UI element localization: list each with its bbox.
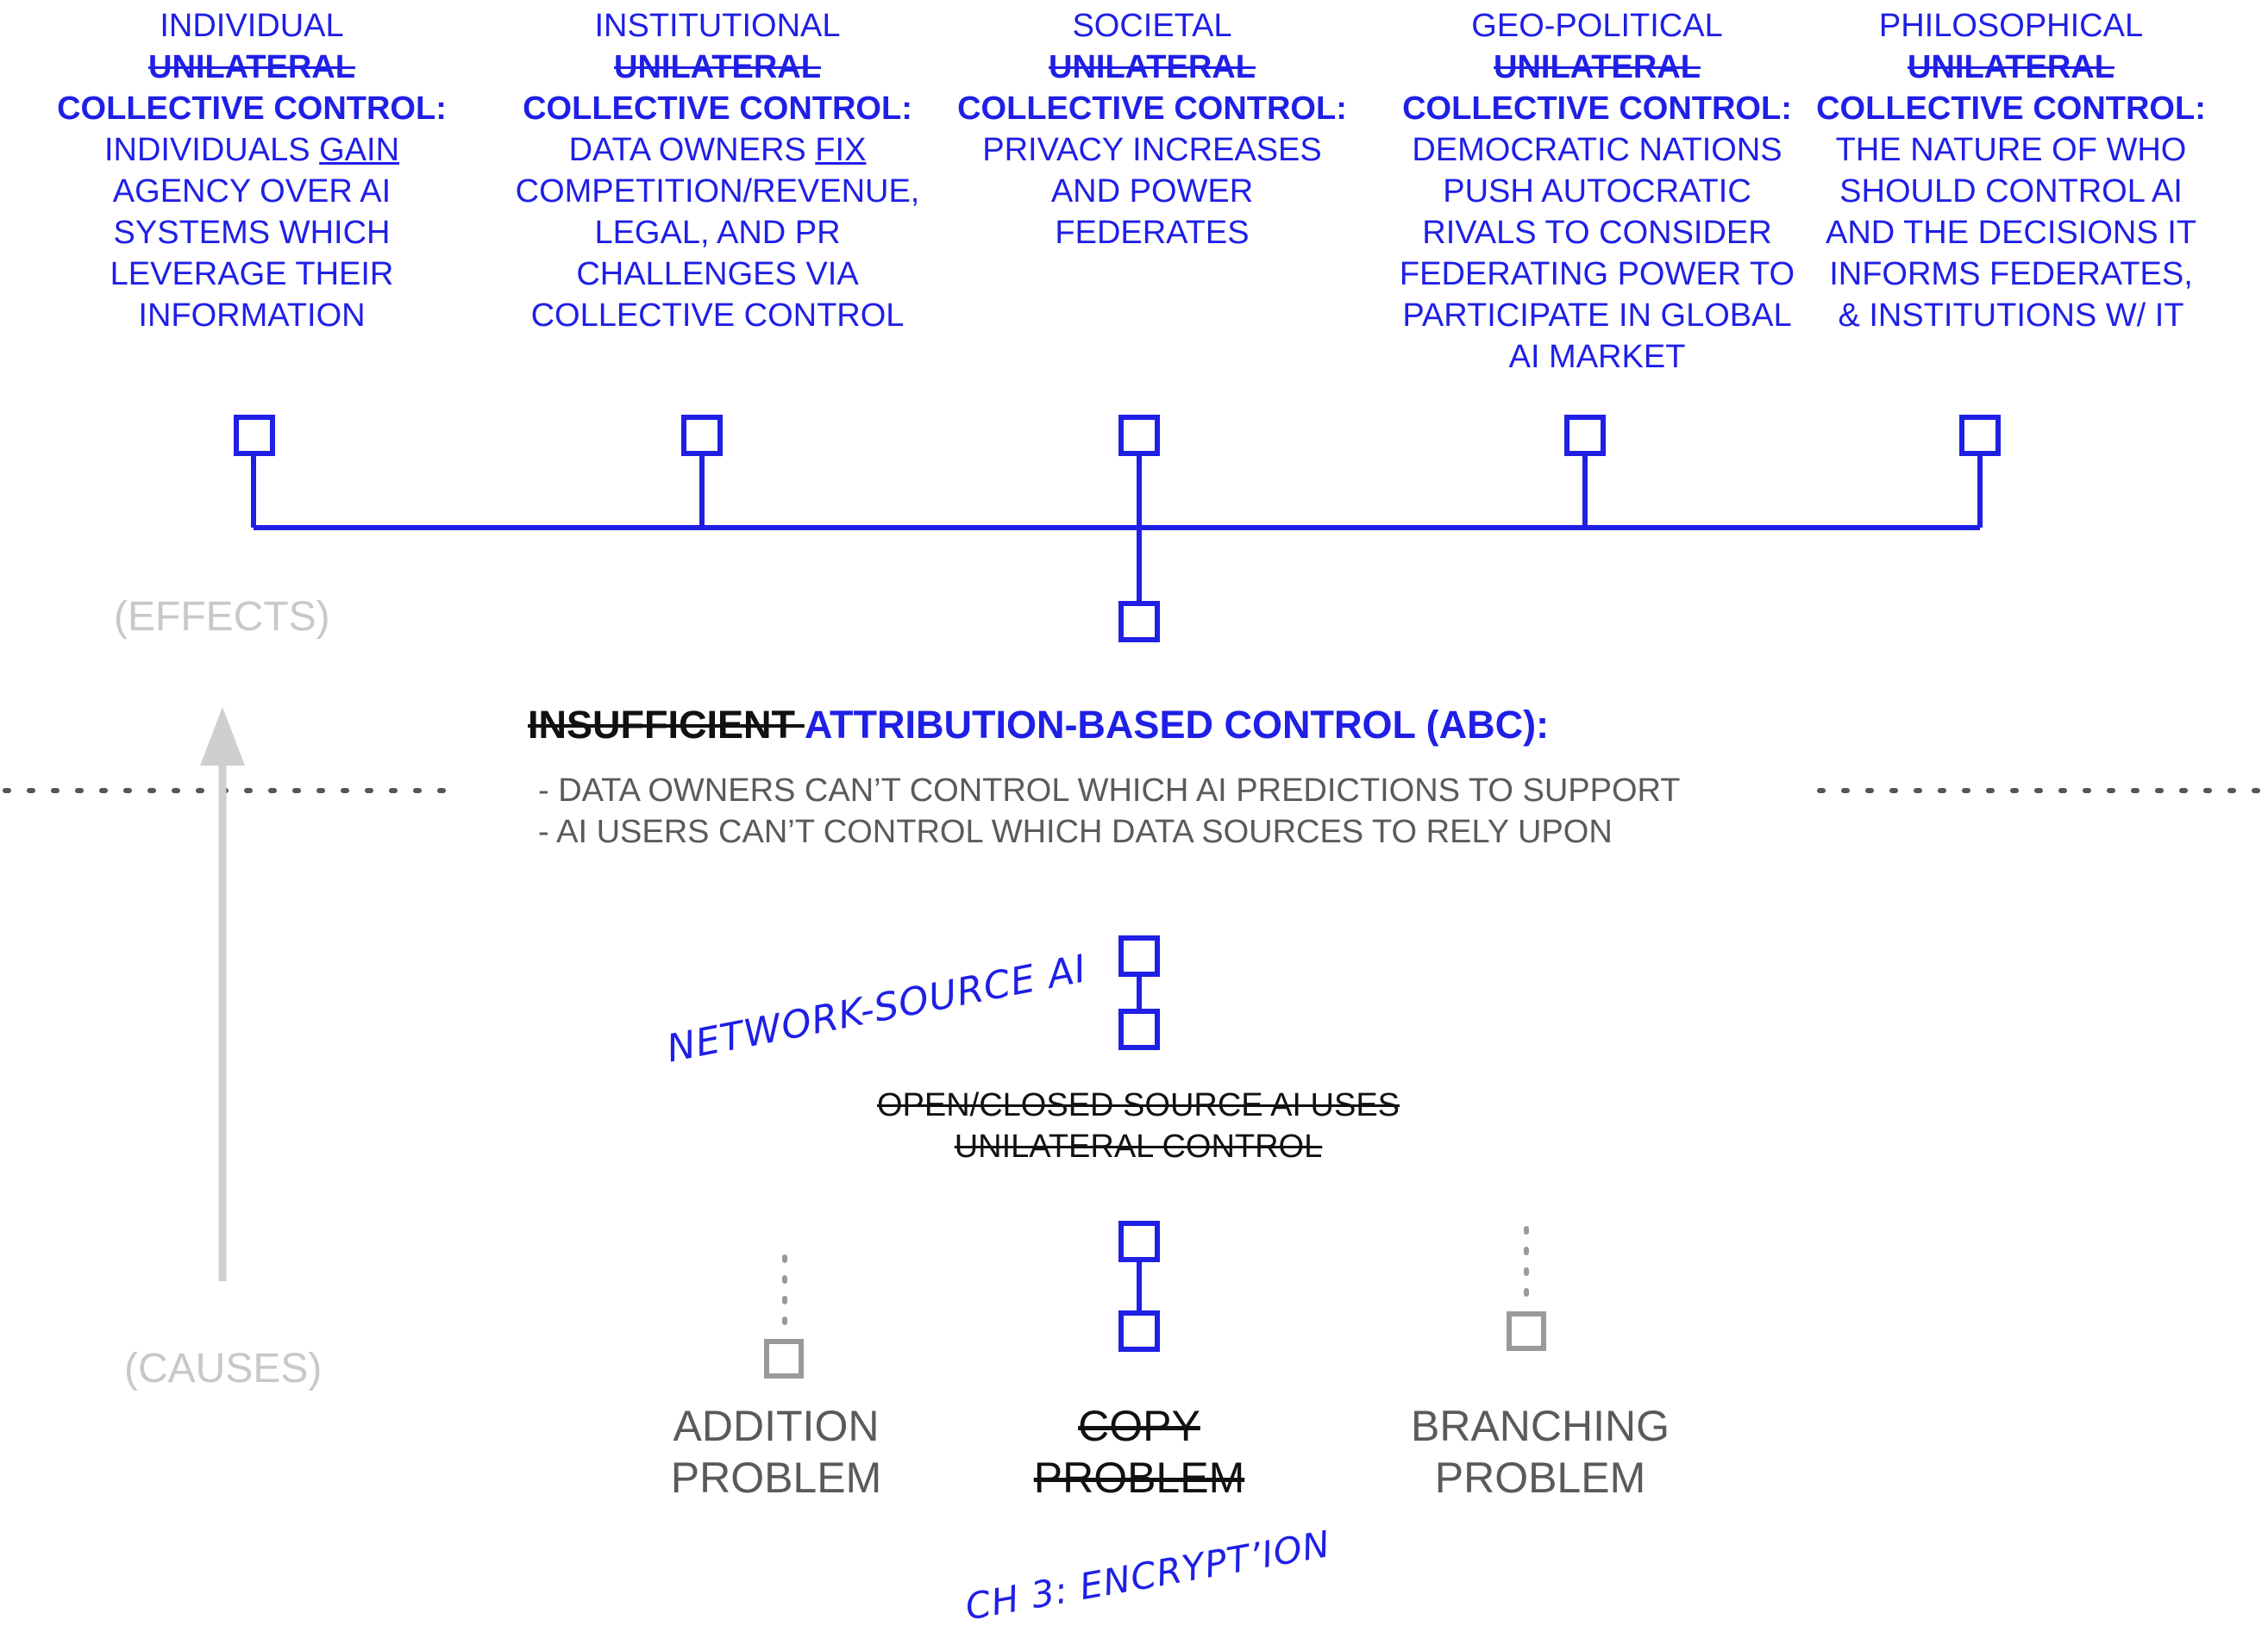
effect-struck-word: UNILATERAL: [1494, 49, 1701, 85]
effect-node-1: [234, 415, 275, 456]
effect-individual: INDIVIDUAL UNILATERAL COLLECTIVE CONTROL…: [28, 5, 476, 336]
copy-node-bottom: [1118, 1310, 1160, 1352]
effect-struck-word: UNILATERAL: [1908, 49, 2115, 85]
underlined-word: GAIN: [319, 132, 400, 168]
effect-body: PRIVACY INCREASES AND POWER FEDERATES: [982, 132, 1322, 251]
effect-struck-word: UNILATERAL: [614, 49, 821, 85]
effect-philosophical: PHILOSOPHICAL UNILATERAL COLLECTIVE CONT…: [1787, 5, 2235, 336]
effect-node-3: [1118, 415, 1160, 456]
effect-node-5: [1959, 415, 2001, 456]
open-closed-line-2: UNILATERAL CONTROL: [954, 1129, 1323, 1165]
abc-node: [1118, 601, 1160, 642]
causes-label: (CAUSES): [124, 1346, 323, 1391]
underlined-word: FIX: [815, 132, 867, 168]
effect-institutional: INSTITUTIONAL UNILATERAL COLLECTIVE CONT…: [493, 5, 942, 336]
copy-node-top: [1118, 1221, 1160, 1262]
abc-bullet-2: - AI USERS CAN’T CONTROL WHICH DATA SOUR…: [538, 814, 1613, 850]
effect-body: INDIVIDUALS GAIN AGENCY OVER AI SYSTEMS …: [103, 132, 400, 334]
effect-category: INDIVIDUAL: [160, 8, 344, 44]
copy-problem: COPY PROBLEM: [1033, 1402, 1245, 1502]
effect-node-2: [681, 415, 723, 456]
effect-body: DATA OWNERS FIX COMPETITION/REVENUE, LEG…: [515, 132, 920, 334]
abc-title: ATTRIBUTION-BASED CONTROL (ABC):: [804, 703, 1550, 747]
open-closed-line-1: OPEN/CLOSED SOURCE AI USES: [876, 1087, 1400, 1123]
effect-body: THE NATURE OF WHO SHOULD CONTROL AI AND …: [1825, 132, 2197, 334]
effect-category: PHILOSOPHICAL: [1878, 8, 2144, 44]
arrow-head: [200, 707, 245, 766]
branching-problem: BRANCHING PROBLEM: [1410, 1402, 1670, 1502]
effect-control-label: COLLECTIVE CONTROL:: [1816, 91, 2206, 127]
effect-control-label: COLLECTIVE CONTROL:: [957, 91, 1347, 127]
effect-struck-word: UNILATERAL: [1049, 49, 1256, 85]
effect-struck-word: UNILATERAL: [148, 49, 355, 85]
effect-node-4: [1564, 415, 1606, 456]
open-closed-source-text: OPEN/CLOSED SOURCE AI USES UNILATERAL CO…: [836, 1085, 1440, 1167]
branching-node: [1507, 1311, 1546, 1351]
effect-control-label: COLLECTIVE CONTROL:: [523, 91, 912, 127]
addition-node: [764, 1339, 804, 1379]
effect-control-label: COLLECTIVE CONTROL:: [57, 91, 447, 127]
addition-problem: ADDITION PROBLEM: [670, 1402, 882, 1502]
network-node-top: [1118, 935, 1160, 977]
effect-body: DEMOCRATIC NATIONS PUSH AUTOCRATIC RIVAL…: [1399, 132, 1795, 375]
effect-category: SOCIETAL: [1072, 8, 1232, 44]
effect-geo-political: GEO-POLITICAL UNILATERAL COLLECTIVE CONT…: [1373, 5, 1821, 378]
network-node-bottom: [1118, 1009, 1160, 1050]
effect-category: GEO-POLITICAL: [1471, 8, 1723, 44]
abc-struck-word: INSUFFICIENT: [528, 703, 805, 747]
abc-bullet-1: - DATA OWNERS CAN’T CONTROL WHICH AI PRE…: [538, 772, 1681, 809]
effect-category: INSTITUTIONAL: [594, 8, 841, 44]
effect-control-label: COLLECTIVE CONTROL:: [1402, 91, 1792, 127]
effects-label: (EFFECTS): [114, 594, 330, 640]
abc-heading: INSUFFICIENT ATTRIBUTION-BASED CONTROL (…: [528, 703, 1549, 747]
effect-societal: SOCIETAL UNILATERAL COLLECTIVE CONTROL: …: [928, 5, 1376, 253]
